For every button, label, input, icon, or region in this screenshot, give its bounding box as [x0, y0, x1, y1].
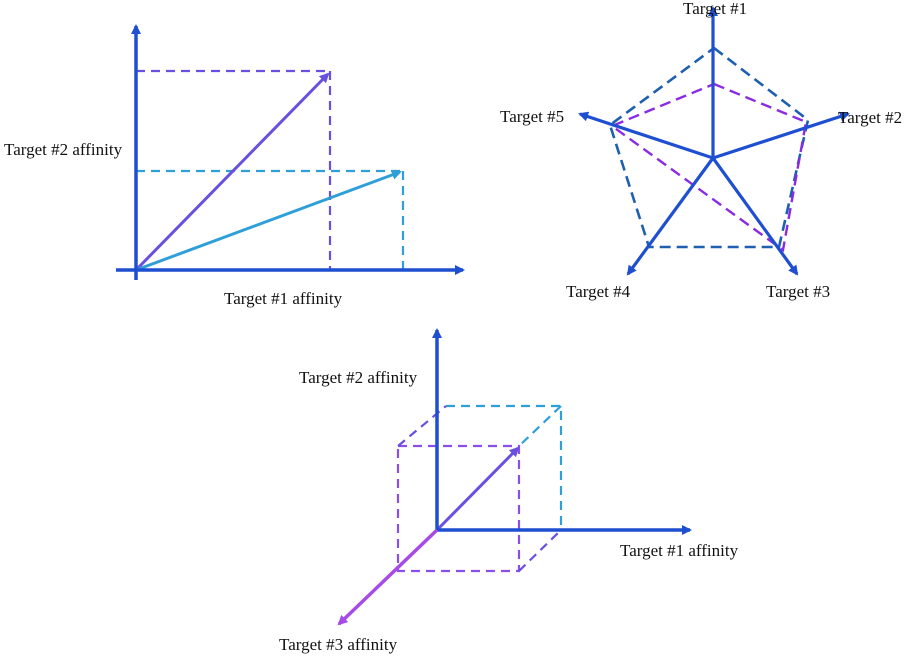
cube-edge-top-left-diagonal	[397, 405, 447, 447]
radar-label-target5: Target #5	[500, 107, 564, 126]
panel-3d: Target #1 affinity Target #2 affinity Ta…	[279, 328, 739, 654]
panel-radar: Target #1 Target #2 Target #3 Target #4 …	[500, 0, 902, 301]
cube-edge-bottom-right-diagonal	[518, 529, 562, 572]
y-axis-label: Target #2 affinity	[4, 140, 123, 159]
radar-spoke-target5	[578, 111, 714, 160]
radar-label-target3: Target #3	[766, 282, 830, 301]
3d-y-axis-label: Target #2 affinity	[299, 368, 418, 387]
cube-back-face-light-blue	[446, 404, 563, 530]
vector-light-blue	[135, 170, 402, 272]
radar-polygon-purple-dashed	[609, 82, 808, 253]
vector-violet	[134, 72, 330, 272]
radar-label-target1: Target #1	[683, 0, 747, 18]
radar-spoke-target4	[626, 157, 715, 276]
panel-2d: Target #1 affinity Target #2 affinity	[4, 24, 465, 308]
radar-label-target4: Target #4	[566, 282, 631, 301]
3d-z-axis-label: Target #3 affinity	[279, 635, 398, 654]
radar-polygon-blue-dashed	[608, 46, 810, 249]
3d-x-axis-label: Target #1 affinity	[620, 541, 739, 560]
radar-label-target2: Target #2	[838, 108, 902, 127]
radar-spoke-target2	[712, 111, 850, 160]
x-axis-label: Target #1 affinity	[224, 289, 343, 308]
cube-edge-top-right-diagonal	[518, 405, 562, 447]
radar-spoke-target3	[711, 157, 799, 276]
3d-z-axis	[337, 528, 439, 626]
vector-3d-violet	[435, 446, 520, 532]
